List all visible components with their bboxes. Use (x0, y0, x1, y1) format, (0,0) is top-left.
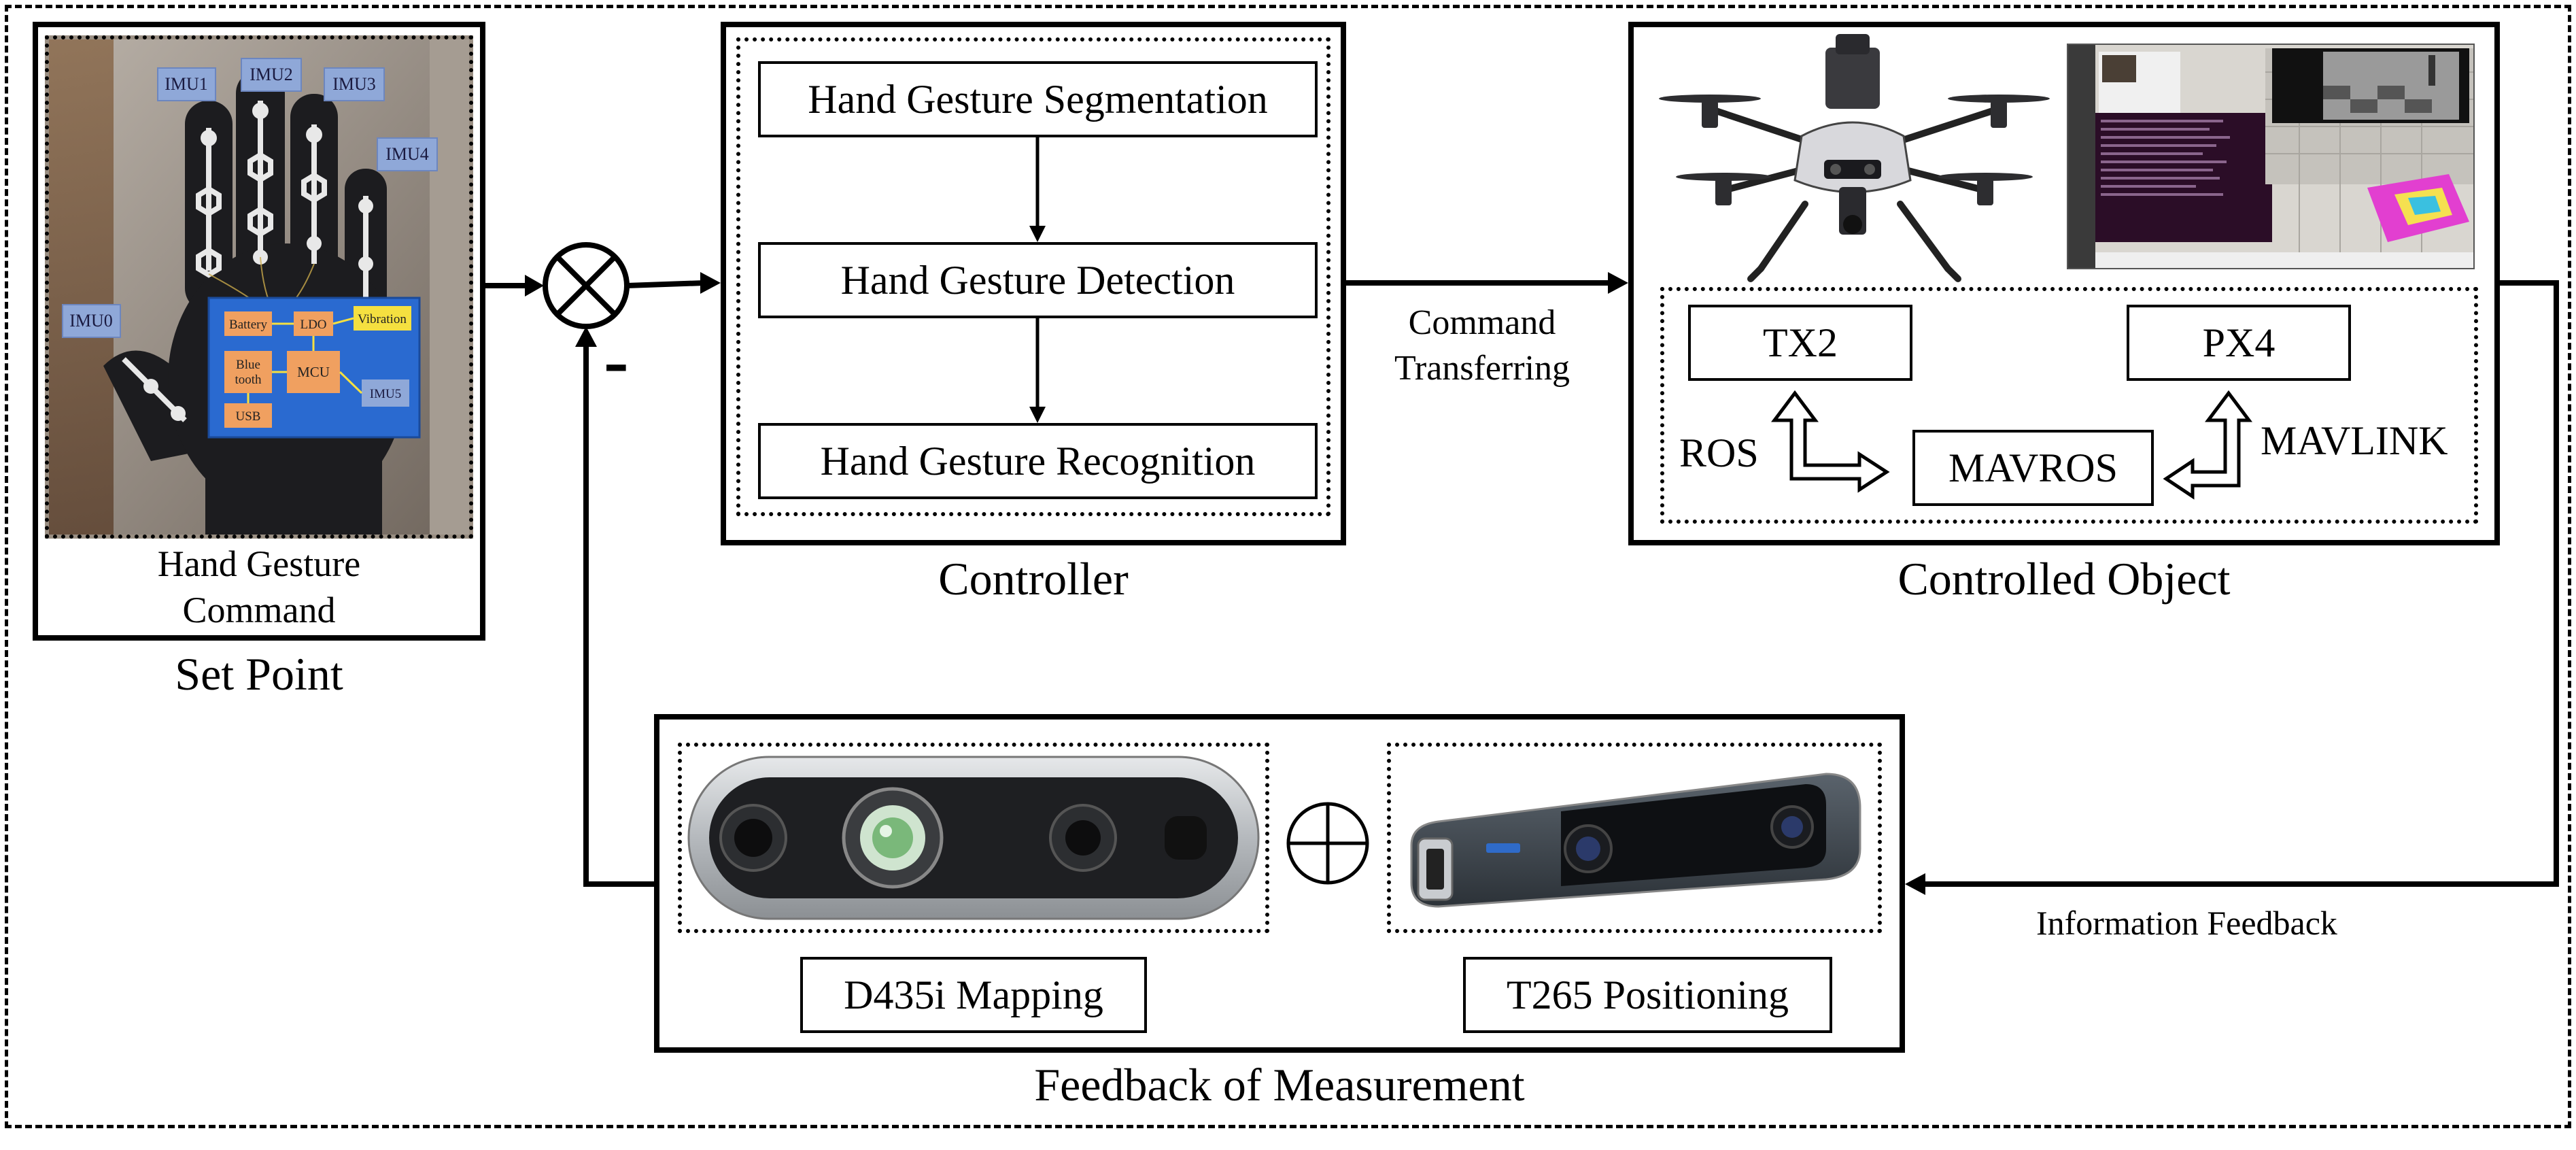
bluetooth-label-1: Blue (236, 358, 260, 372)
t265-camera-illustration (1410, 773, 1861, 908)
controller-inner-frame (736, 37, 1330, 516)
imu5-label: IMU5 (370, 387, 401, 401)
tx2-label: TX2 (1763, 320, 1838, 365)
imu0-label: IMU0 (69, 311, 113, 331)
mavlink-label: MAVLINK (2261, 418, 2448, 463)
minus-sign: - (604, 319, 629, 402)
drone-photo (1649, 34, 2060, 286)
hand-gesture-label-line1: Hand Gesture (157, 543, 361, 584)
px4-box: PX4 (2127, 305, 2351, 381)
command-label-line1: Command (1408, 303, 1556, 342)
ground-station-illustration (2068, 45, 2473, 268)
usb-label: USB (236, 409, 261, 424)
t265-label-box: T265 Positioning (1463, 957, 1832, 1033)
outer-frame (5, 5, 2571, 1128)
ldo-label: LDO (300, 318, 326, 332)
recognition-box: Hand Gesture Recognition (758, 423, 1318, 499)
mcu-label: MCU (297, 364, 330, 380)
circuit-board (207, 297, 421, 439)
segmentation-box: Hand Gesture Segmentation (758, 61, 1318, 137)
detection-label: Hand Gesture Detection (840, 257, 1235, 303)
d435i-camera-illustration (687, 756, 1260, 920)
imu4-label: IMU4 (385, 144, 429, 164)
d435i-label: D435i Mapping (844, 972, 1103, 1017)
imu1-label: IMU1 (165, 74, 208, 94)
t265-label: T265 Positioning (1506, 972, 1789, 1017)
segmentation-label: Hand Gesture Segmentation (808, 76, 1268, 122)
px4-label: PX4 (2202, 320, 2276, 365)
vibration-label: Vibration (358, 312, 407, 326)
battery-label: Battery (229, 318, 267, 332)
ground-station-screenshot (2067, 44, 2475, 269)
drone-illustration (1659, 34, 2050, 282)
controller-caption: Controller (938, 553, 1129, 605)
d435i-label-box: D435i Mapping (800, 957, 1147, 1033)
tx2-box: TX2 (1688, 305, 1912, 381)
imu3-label: IMU3 (332, 74, 376, 94)
command-label-line2: Transferring (1394, 349, 1570, 388)
imu2-label: IMU2 (250, 65, 293, 84)
d435i-photo-frame (678, 743, 1269, 933)
ros-label: ROS (1679, 430, 1759, 475)
controlled-object-caption: Controlled Object (1897, 553, 2231, 605)
feedback-caption: Feedback of Measurement (1034, 1059, 1525, 1111)
bluetooth-label-2: tooth (235, 373, 262, 387)
detection-box: Hand Gesture Detection (758, 242, 1318, 318)
mavros-label: MAVROS (1948, 445, 2118, 490)
set-point-caption: Set Point (175, 648, 343, 700)
hand-gesture-label-line2: Command (182, 590, 336, 630)
recognition-label: Hand Gesture Recognition (820, 438, 1256, 484)
glove-illustration: IMU1 IMU2 IMU3 IMU4 IMU0 Battery LDO Vib… (49, 39, 469, 535)
glove-photo: IMU1 IMU2 IMU3 IMU4 IMU0 Battery LDO Vib… (45, 35, 473, 539)
t265-photo-frame (1387, 743, 1882, 933)
information-feedback-label: Information Feedback (2036, 904, 2337, 942)
mavros-box: MAVROS (1912, 430, 2154, 506)
